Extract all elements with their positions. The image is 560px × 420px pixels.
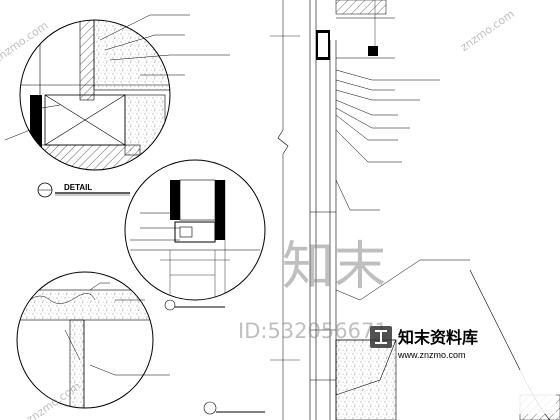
watermark-site-name: 知末资料库 [398,328,478,347]
detail-circle-2 [124,159,266,301]
watermark-site-url: www.znzmo.com [397,350,466,360]
detail-title-marker: DETAIL [37,182,130,198]
annotation-leaders [335,69,470,301]
watermark-diag-2: znzmo.com [458,7,517,54]
watermark-logo-icon [370,326,392,348]
watermark-diag-1: znzmo.com [0,19,50,66]
detail-title: DETAIL [64,183,92,192]
watermark-id: ID:532056671 [238,319,388,343]
detail-circle-1 [4,14,230,171]
break-line [270,0,300,420]
watermark-logo: 知末资料库 www.znzmo.com [370,326,556,414]
detail-circle-3 [16,271,170,409]
section-marker-bottom [203,401,265,415]
wall-section [309,0,395,420]
section-marker-mid [164,299,225,311]
watermark-brand: 知末 [282,237,386,297]
